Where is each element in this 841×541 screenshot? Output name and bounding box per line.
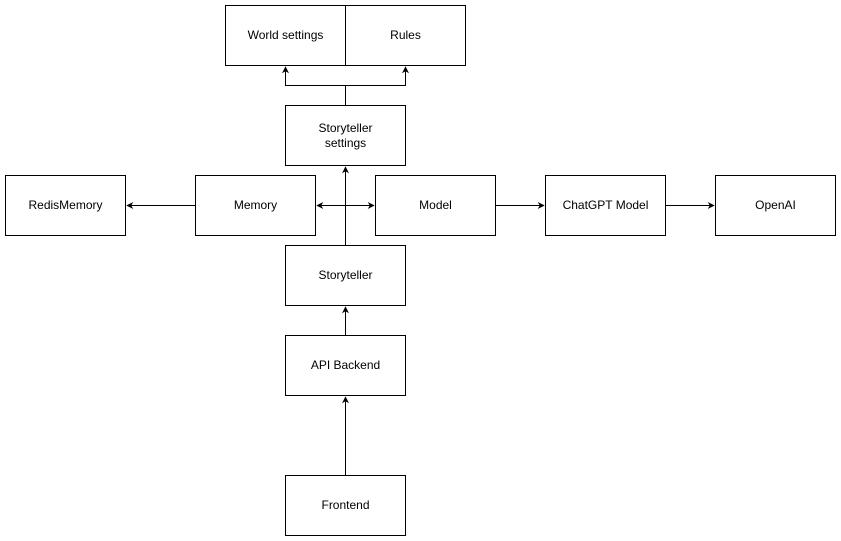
node-chatgpt-model[interactable]: ChatGPT Model <box>545 175 666 236</box>
node-frontend[interactable]: Frontend <box>285 475 406 536</box>
node-rules-label: Rules <box>390 28 421 42</box>
node-openai[interactable]: OpenAI <box>715 175 836 236</box>
node-frontend-label: Frontend <box>321 498 370 512</box>
edge-storyteller-settings-to-world-settings <box>282 66 346 105</box>
node-world-settings-label: World settings <box>247 28 324 42</box>
node-storyteller[interactable]: Storyteller <box>285 245 406 306</box>
node-world-settings[interactable]: World settings <box>225 5 346 66</box>
node-openai-label: OpenAI <box>755 198 796 212</box>
edge-storyteller-settings-to-rules <box>345 66 409 86</box>
node-redis-memory[interactable]: RedisMemory <box>5 175 126 236</box>
node-redis-memory-label: RedisMemory <box>28 198 103 212</box>
node-memory[interactable]: Memory <box>195 175 316 236</box>
node-storyteller-settings[interactable]: Storyteller settings <box>285 105 406 166</box>
node-model[interactable]: Model <box>375 175 496 236</box>
node-chatgpt-model-label: ChatGPT Model <box>562 198 649 212</box>
node-memory-label: Memory <box>233 198 278 212</box>
node-api-backend-label: API Backend <box>310 358 381 372</box>
node-storyteller-settings-label: Storyteller settings <box>318 120 373 150</box>
node-model-label: Model <box>419 198 452 212</box>
node-api-backend[interactable]: API Backend <box>285 335 406 396</box>
node-storyteller-label: Storyteller <box>318 268 373 282</box>
node-rules[interactable]: Rules <box>345 5 466 66</box>
